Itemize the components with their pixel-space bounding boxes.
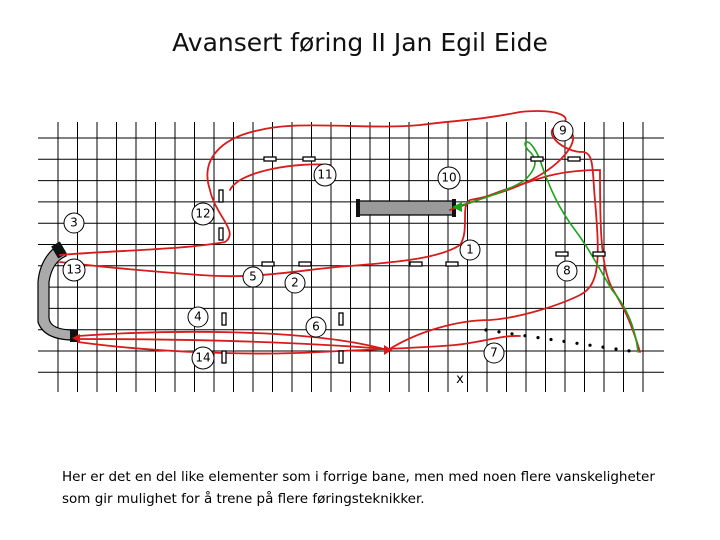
- dot: [497, 330, 501, 334]
- primary-route: [59, 110, 599, 351]
- station-label: 7: [490, 346, 498, 360]
- marker: [592, 251, 606, 257]
- dot: [588, 343, 592, 347]
- dot: [601, 345, 605, 349]
- dotted-line: [484, 328, 631, 353]
- station-1: 1: [459, 239, 481, 261]
- dot: [627, 349, 631, 353]
- station-label: 9: [559, 124, 567, 138]
- dot: [536, 336, 540, 340]
- route-arrowhead: [452, 202, 462, 212]
- station-13: 13: [62, 258, 86, 282]
- station-6: 6: [305, 316, 327, 338]
- station-9: 9: [552, 120, 574, 142]
- station-label: 6: [312, 320, 320, 334]
- station-4: 4: [187, 306, 209, 328]
- station-label: 8: [563, 264, 571, 278]
- station-label: 4: [194, 310, 202, 324]
- dot: [614, 347, 618, 351]
- station-label: 14: [195, 351, 210, 365]
- station-3: 3: [63, 212, 85, 234]
- tunnel-obstacle: [37, 244, 75, 341]
- dot: [484, 328, 488, 332]
- marker: [445, 261, 459, 267]
- station-11: 11: [313, 163, 337, 187]
- tunnel-end-bottom: [70, 330, 77, 342]
- marker: [261, 261, 275, 267]
- red-arrowhead: [384, 345, 392, 355]
- red-arrowhead-start: [72, 334, 80, 342]
- marker: [302, 156, 316, 162]
- station-label: 2: [291, 276, 299, 290]
- post: [338, 350, 344, 364]
- post: [221, 312, 227, 326]
- course-grid: [38, 122, 664, 392]
- post: [221, 350, 227, 364]
- post: [338, 312, 344, 326]
- marker: [555, 251, 569, 257]
- station-label: 12: [195, 207, 210, 221]
- caption: Her er det en del like elementer som i f…: [62, 469, 655, 507]
- dot: [523, 334, 527, 338]
- post: [218, 227, 224, 241]
- dot: [575, 341, 579, 345]
- dot: [562, 339, 566, 343]
- station-label: 10: [441, 171, 456, 185]
- station-10: 10: [437, 166, 461, 190]
- barrel-end-left: [356, 199, 360, 217]
- marker: [530, 156, 544, 162]
- station-label: 3: [70, 216, 78, 230]
- station-14: 14: [191, 346, 215, 370]
- station-label: 13: [66, 263, 81, 277]
- primary-route-lower: [77, 335, 521, 355]
- marker: [298, 261, 312, 267]
- dot: [510, 332, 514, 336]
- slide-title: Avansert føring II Jan Egil Eide: [172, 28, 548, 57]
- station-12: 12: [191, 202, 215, 226]
- station-label: 5: [249, 270, 257, 284]
- marker: [567, 156, 581, 162]
- cross-marker: x: [456, 372, 464, 387]
- station-8: 8: [556, 260, 578, 282]
- station-label: 11: [317, 168, 332, 182]
- dot: [549, 337, 553, 342]
- station-2: 2: [284, 272, 306, 294]
- posts: [218, 189, 344, 364]
- marker: [263, 156, 277, 162]
- station-7: 7: [483, 342, 505, 364]
- station-5: 5: [242, 266, 264, 288]
- markers: [261, 156, 606, 267]
- station-label: 1: [466, 243, 474, 257]
- marker: [409, 261, 423, 267]
- post: [218, 189, 224, 203]
- barrel-obstacle: [357, 200, 455, 216]
